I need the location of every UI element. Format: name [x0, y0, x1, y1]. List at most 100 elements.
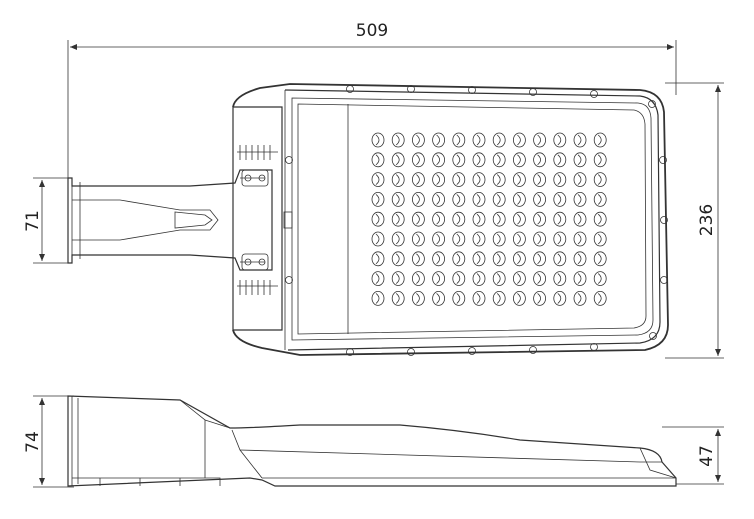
led-lens: [593, 152, 607, 168]
led-lens: [513, 290, 526, 306]
led-lens: [391, 152, 405, 168]
side-view: 74 47: [23, 395, 724, 488]
led-lens: [371, 152, 385, 168]
led-lens: [533, 211, 546, 227]
led-lens: [452, 231, 466, 247]
led-lens: [432, 152, 446, 168]
led-lens: [492, 251, 506, 267]
led-lens: [553, 132, 567, 148]
led-lens: [513, 211, 526, 227]
led-lens: [472, 231, 486, 247]
led-lens: [553, 231, 567, 247]
led-lens: [432, 132, 446, 148]
housing-screws: [283, 85, 668, 356]
led-lens: [411, 211, 425, 227]
led-lens: [573, 231, 587, 247]
led-lens: [573, 172, 587, 188]
led-lens: [452, 172, 466, 188]
arm-height-dimension: 74: [23, 395, 74, 488]
led-lens: [472, 172, 486, 188]
led-lens: [593, 191, 607, 207]
led-lens: [371, 231, 385, 247]
led-lens: [573, 152, 587, 168]
led-lens: [391, 211, 405, 227]
led-lens: [492, 172, 506, 188]
led-lens: [533, 231, 546, 247]
led-lens: [553, 172, 567, 188]
led-lens: [411, 191, 425, 207]
led-lens: [452, 211, 466, 227]
led-lens: [593, 290, 607, 306]
led-lens: [371, 172, 385, 188]
led-lens: [472, 290, 486, 306]
led-lens: [573, 290, 587, 306]
led-lens: [593, 211, 607, 227]
arm-width-dimension: 71: [23, 177, 72, 264]
width-label: 236: [697, 204, 717, 236]
led-lens: [432, 251, 446, 267]
led-lens: [573, 211, 587, 227]
led-lens: [452, 191, 466, 207]
led-lens: [371, 211, 385, 227]
led-lens: [533, 132, 546, 148]
led-lens: [533, 152, 546, 168]
led-lens: [492, 191, 506, 207]
led-lens: [573, 251, 587, 267]
led-lens: [513, 152, 526, 168]
led-lens: [513, 191, 526, 207]
led-lens: [411, 132, 425, 148]
head-height-dimension: 47: [662, 426, 724, 485]
arm-width-label: 71: [23, 210, 43, 232]
led-lens: [391, 191, 405, 207]
luminaire-head: [232, 83, 669, 356]
led-lens: [553, 251, 567, 267]
led-lens: [371, 191, 385, 207]
led-lens: [553, 211, 567, 227]
led-lens: [371, 271, 385, 287]
led-lens: [452, 271, 466, 287]
led-lens: [432, 191, 446, 207]
led-lens: [391, 231, 405, 247]
led-lens: [472, 271, 486, 287]
led-lens: [391, 251, 405, 267]
led-lens: [472, 191, 486, 207]
led-lens: [391, 290, 405, 306]
led-lens: [593, 231, 607, 247]
led-lens: [371, 290, 385, 306]
led-lens: [371, 251, 385, 267]
led-lens: [411, 290, 425, 306]
led-lens: [593, 271, 607, 287]
led-lens: [452, 132, 466, 148]
led-lens: [593, 172, 607, 188]
led-lens: [472, 152, 486, 168]
led-lens: [573, 191, 587, 207]
top-view: 509 236 71: [23, 21, 724, 359]
led-lens: [573, 132, 587, 148]
led-lens: [432, 290, 446, 306]
led-lens: [513, 132, 526, 148]
led-lens: [452, 251, 466, 267]
led-lens: [492, 211, 506, 227]
led-lens: [492, 152, 506, 168]
led-lens: [391, 271, 405, 287]
led-lens: [411, 251, 425, 267]
mounting-arm: [67, 169, 273, 271]
led-lens: [533, 251, 546, 267]
led-lens: [452, 152, 466, 168]
led-lens: [432, 172, 446, 188]
led-lens: [472, 251, 486, 267]
side-profile: [67, 395, 677, 487]
led-lens: [492, 231, 506, 247]
led-lens: [593, 251, 607, 267]
led-lens: [371, 132, 385, 148]
led-lens: [432, 211, 446, 227]
led-lens: [553, 152, 567, 168]
led-lens: [553, 290, 567, 306]
led-lens: [553, 191, 567, 207]
led-lens: [411, 172, 425, 188]
length-label: 509: [356, 21, 388, 41]
led-lens: [432, 271, 446, 287]
led-array: [371, 132, 607, 306]
led-lens: [472, 132, 486, 148]
